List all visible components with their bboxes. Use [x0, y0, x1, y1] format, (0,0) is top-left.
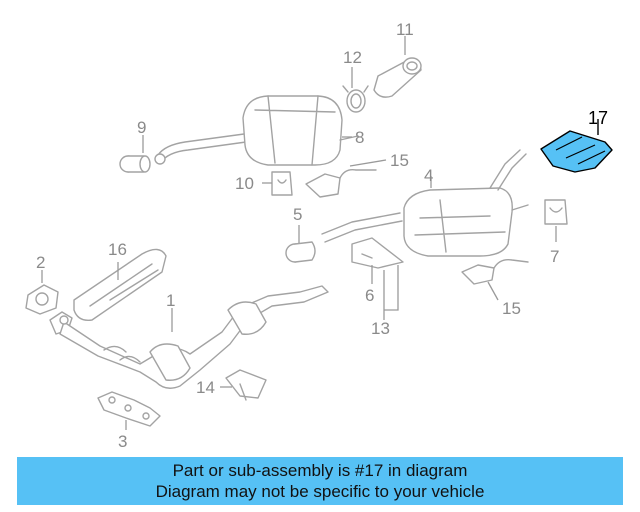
callout-16: 16 [108, 240, 127, 259]
callout-13: 13 [371, 319, 390, 338]
part-7-hanger[interactable] [544, 199, 568, 225]
callout-1: 1 [166, 291, 175, 310]
callout-10: 10 [235, 174, 254, 193]
callout-6: 6 [365, 286, 374, 305]
part-12-clamp[interactable] [342, 85, 369, 113]
callout-15a: 15 [390, 151, 409, 170]
callout-13-group [383, 265, 399, 320]
leader-15a [349, 159, 387, 167]
part-8-rear-muffler[interactable] [154, 95, 359, 166]
part-4-center-muffler[interactable] [321, 149, 529, 257]
callout-17: 17 [588, 108, 608, 128]
callout-2: 2 [36, 253, 45, 272]
part-9-clamp[interactable] [119, 155, 151, 173]
callout-7: 7 [550, 247, 559, 266]
callout-9: 9 [137, 118, 146, 137]
callout-4: 4 [424, 166, 433, 185]
banner-line-1: Part or sub-assembly is #17 in diagram [172, 461, 468, 480]
part-3-gasket[interactable] [97, 391, 161, 427]
exhaust-system-diagram: 11 12 8 9 10 15 5 [25, 20, 613, 451]
callout-3: 3 [118, 432, 127, 451]
part-17-heat-shield[interactable] [540, 130, 613, 173]
part-1-front-pipe-converter[interactable] [49, 285, 329, 389]
banner-line-2: Diagram may not be specific to your vehi… [155, 482, 485, 501]
part-14-bracket[interactable] [225, 369, 267, 401]
part-2-gasket[interactable] [25, 284, 59, 315]
leader-15b [487, 281, 499, 301]
callout-5: 5 [293, 205, 302, 224]
part-11-tail-pipe-tip[interactable] [373, 57, 422, 98]
part-16-heat-shield[interactable] [73, 248, 167, 321]
callout-11: 11 [396, 20, 414, 39]
part-5-clamp[interactable] [285, 241, 316, 263]
callout-12: 12 [343, 48, 362, 67]
callout-8: 8 [355, 128, 364, 147]
part-15-bracket-upper[interactable] [305, 168, 377, 198]
part-15-bracket-lower[interactable] [461, 258, 529, 285]
info-banner: Part or sub-assembly is #17 in diagram D… [17, 457, 623, 505]
callout-14: 14 [196, 378, 215, 397]
callout-15b: 15 [502, 299, 521, 318]
part-6-bracket[interactable] [351, 237, 404, 269]
part-10-hanger[interactable] [271, 171, 293, 196]
